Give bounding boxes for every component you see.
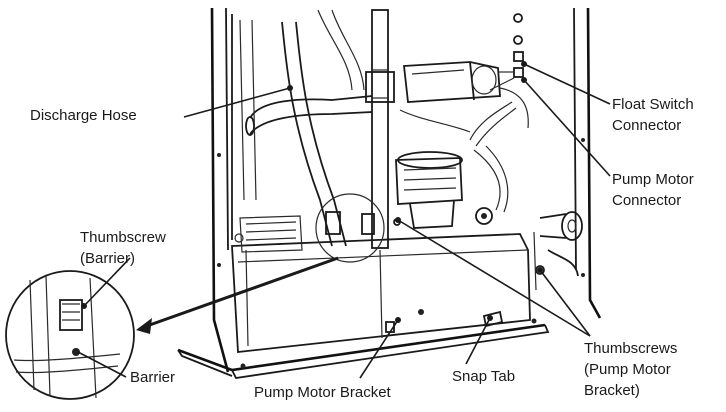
thumbscrew-barrier-label-line2: (Barrier) — [80, 250, 135, 267]
thumbscrews-label-line3: Bracket) — [584, 382, 640, 399]
pump-motor-connector-label-line1: Pump Motor — [612, 171, 694, 188]
inset-detail — [5, 270, 135, 400]
center-bracket — [365, 9, 395, 249]
snap-tab-label: Snap Tab — [452, 368, 516, 385]
barrier-label: Barrier — [130, 369, 176, 386]
thumbscrews-label-line1: Thumbscrews — [584, 340, 678, 357]
float-switch-connector-label-line2: Connector — [612, 117, 682, 134]
discharge-hose-label: Discharge Hose — [30, 107, 137, 124]
wiring — [399, 13, 529, 213]
pump-motor-connector-label-line2: Connector — [612, 192, 682, 209]
leader-lines — [77, 61, 611, 379]
pump-motor-bracket-label: Pump Motor Bracket — [254, 384, 391, 401]
float-switch-connector-label-line1: Float Switch — [612, 96, 694, 113]
cabinet-frame — [177, 7, 602, 379]
right-fittings — [533, 211, 583, 291]
thumbscrew-barrier-label-line1: Thumbscrew — [80, 229, 166, 246]
reservoir-tank — [231, 215, 531, 353]
magnify-source-circle — [315, 193, 401, 263]
pump-motor — [395, 61, 501, 229]
thumbscrews-label-line2: (Pump Motor — [584, 361, 671, 378]
discharge-hose — [239, 9, 373, 247]
